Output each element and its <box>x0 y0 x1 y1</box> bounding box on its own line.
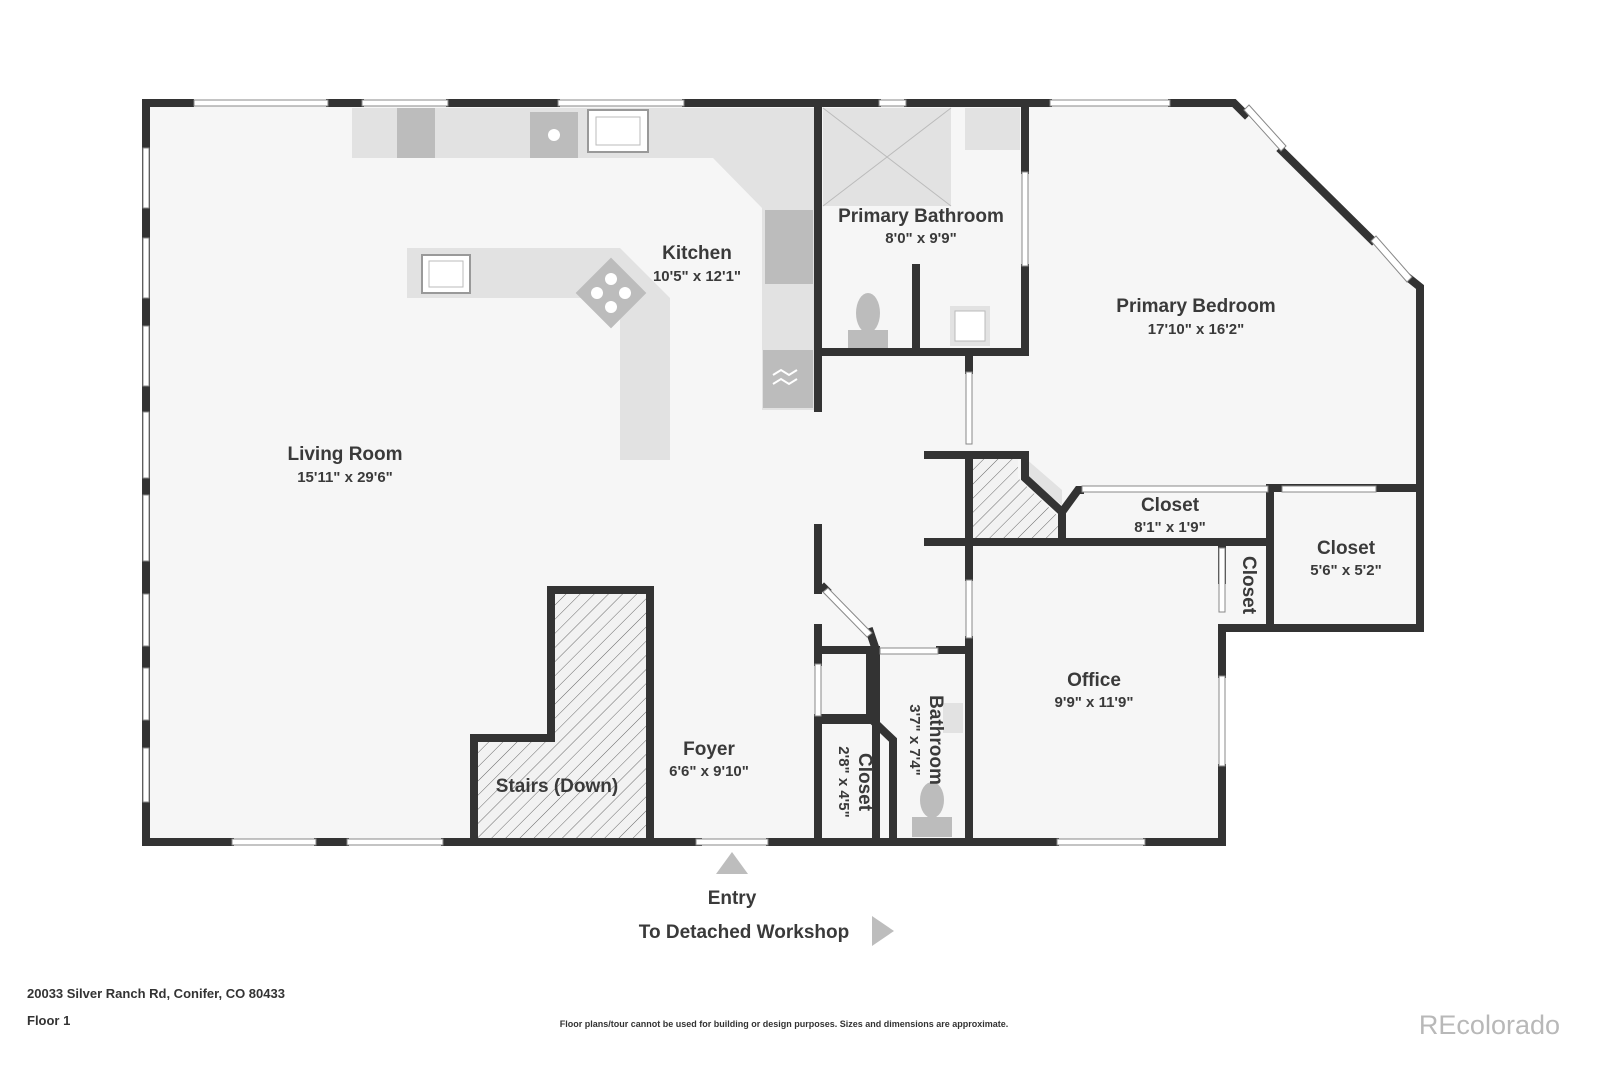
room-dims-office: 9'9" x 11'9" <box>1055 694 1134 711</box>
room-dims-primary-bed: 17'10" x 16'2" <box>1148 321 1244 338</box>
floor-label: Floor 1 <box>27 1013 71 1028</box>
room-dims-closet-a: 8'1" x 1'9" <box>1134 519 1205 536</box>
room-name-primary-bath: Primary Bathroom <box>838 206 1004 227</box>
entry-arrow-icon <box>716 852 748 874</box>
windows <box>142 99 1413 846</box>
workshop-arrow-icon <box>872 916 894 946</box>
room-name-closet-b: Closet <box>1317 538 1376 559</box>
walls <box>142 99 1424 846</box>
closet-chase <box>972 458 1062 538</box>
room-name-living: Living Room <box>287 444 402 465</box>
room-name-foyer: Foyer <box>683 739 735 760</box>
room-dims-living: 15'11" x 29'6" <box>297 469 393 486</box>
room-name-kitchen: Kitchen <box>662 243 732 264</box>
room-name-bathroom: Bathroom <box>925 695 946 785</box>
room-name-stairs: Stairs (Down) <box>496 776 618 797</box>
room-dims-closet-d: 2'8" x 4'5" <box>835 746 852 817</box>
room-dims-bathroom: 3'7" x 7'4" <box>906 704 923 775</box>
room-name-primary-bed: Primary Bedroom <box>1116 296 1275 317</box>
kitchen-appliances <box>397 108 813 408</box>
primary-bath-fixtures <box>822 107 1020 350</box>
disclaimer: Floor plans/tour cannot be used for buil… <box>559 1019 1009 1029</box>
workshop-label: To Detached Workshop <box>639 922 849 943</box>
room-dims-primary-bath: 8'0" x 9'9" <box>885 230 956 247</box>
room-dims-foyer: 6'6" x 9'10" <box>669 763 749 780</box>
room-dims-kitchen: 10'5" x 12'1" <box>653 268 741 285</box>
bathroom-fixtures <box>912 703 963 837</box>
room-name-office: Office <box>1067 670 1121 691</box>
property-address: 20033 Silver Ranch Rd, Conifer, CO 80433 <box>27 986 285 1001</box>
room-dims-closet-b: 5'6" x 5'2" <box>1310 562 1381 579</box>
stairs-area <box>474 593 647 838</box>
corner-fixture <box>1025 458 1062 505</box>
brand-watermark: REcolorado <box>1418 1010 1560 1040</box>
entry-label: Entry <box>708 888 757 909</box>
room-name-closet-c: Closet <box>1238 556 1259 615</box>
room-name-closet-a: Closet <box>1141 495 1200 516</box>
room-name-closet-d: Closet <box>854 753 875 812</box>
